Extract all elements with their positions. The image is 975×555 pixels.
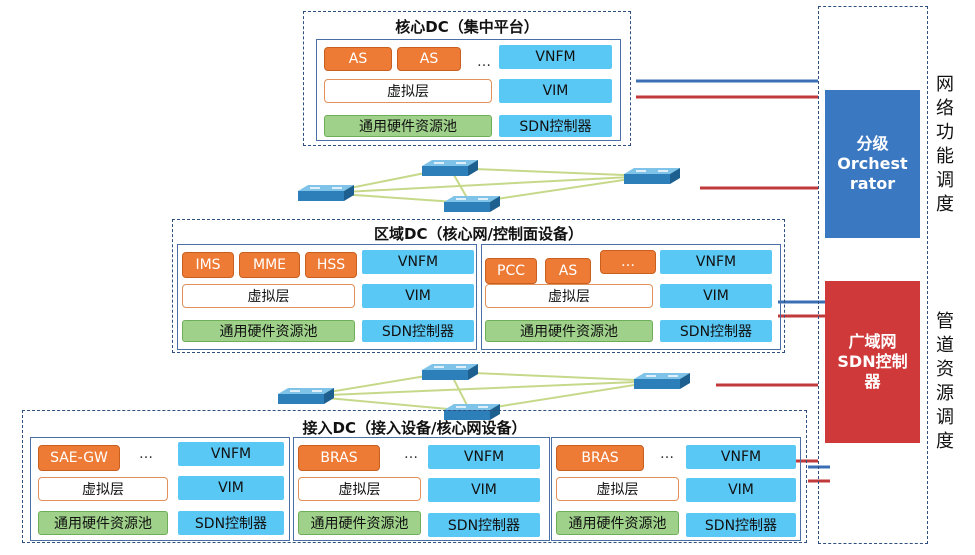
core-dc-title: 核心DC（集中平台） — [395, 18, 539, 36]
switch-icon — [298, 185, 354, 201]
virtual-layer-box: 虚拟层 — [556, 477, 679, 501]
vim-box: VIM — [362, 284, 474, 308]
char: 源 — [936, 383, 954, 404]
wan-sdn-controller-box: 广域网 SDN控制 器 — [825, 281, 920, 443]
pcc-ne: PCC — [485, 258, 537, 284]
regional-dc: 区域DC（核心网/控制面设备） IMS MME HSS VNFM 虚拟层 VIM… — [172, 219, 785, 353]
vnfm-box: VNFM — [660, 250, 772, 274]
vim-box: VIM — [499, 79, 612, 103]
char: 调 — [936, 407, 954, 428]
char: 能 — [936, 146, 954, 167]
hw-pool-box: 通用硬件资源池 — [38, 511, 168, 535]
switch-icon — [444, 404, 500, 420]
vnfm-box: VNFM — [362, 250, 474, 274]
as-ne: AS — [545, 258, 591, 284]
sdn-label-1: 广域网 — [848, 332, 897, 351]
char: 功 — [936, 122, 954, 143]
core-dc: 核心DC（集中平台） AS AS … VNFM 虚拟层 VIM 通用硬件资源池 … — [303, 11, 631, 146]
vim-box: VIM — [660, 284, 772, 308]
virtual-layer-box: 虚拟层 — [298, 477, 421, 501]
orchestrator-label-2: Orchest — [837, 154, 908, 173]
access-dc-title: 接入DC（接入设备/核心网设备） — [302, 419, 527, 437]
vim-box: VIM — [428, 478, 540, 502]
as-ne-1: AS — [324, 47, 392, 71]
virtual-layer-box: 虚拟层 — [324, 79, 492, 103]
as-ne-2: AS — [397, 47, 461, 71]
hw-pool-box: 通用硬件资源池 — [485, 320, 653, 342]
ellipsis-ne: … — [600, 250, 656, 274]
ellipsis: … — [477, 54, 491, 70]
switch-icon — [422, 364, 478, 380]
char: 络 — [936, 98, 954, 119]
access-dc: 接入DC（接入设备/核心网设备） SAE-GW … VNFM 虚拟层 VIM 通… — [22, 410, 807, 543]
char: 资 — [936, 359, 954, 380]
virtual-layer-box: 虚拟层 — [38, 477, 168, 501]
network-function-scheduling-label: 网 络 功 能 调 度 — [935, 73, 955, 217]
char: 道 — [936, 335, 954, 356]
switch-icon — [624, 168, 680, 184]
access-dc-cell-3: BRAS … VNFM 虚拟层 VIM 通用硬件资源池 SDN控制器 — [551, 437, 801, 541]
switch-icon — [634, 373, 690, 389]
switch-icon — [444, 196, 500, 212]
control-column — [818, 6, 928, 544]
vnfm-box: VNFM — [178, 442, 284, 466]
regional-dc-title: 区域DC（核心网/控制面设备） — [374, 225, 583, 243]
virtual-layer-box: 虚拟层 — [182, 284, 355, 308]
regional-dc-left: IMS MME HSS VNFM 虚拟层 VIM 通用硬件资源池 SDN控制器 — [177, 244, 477, 350]
orchestrator-label-1: 分级 — [856, 134, 889, 153]
hw-pool-box: 通用硬件资源池 — [556, 511, 679, 535]
mme-ne: MME — [239, 252, 300, 278]
sdn-controller-box: SDN控制器 — [362, 320, 474, 342]
sae-gw-ne: SAE-GW — [38, 445, 120, 471]
sdn-controller-box: SDN控制器 — [428, 513, 540, 537]
vnfm-box: VNFM — [499, 45, 612, 69]
ellipsis: … — [139, 446, 153, 462]
vim-box: VIM — [178, 476, 284, 500]
pipe-resource-scheduling-label: 管 道 资 源 调 度 — [935, 310, 955, 454]
hss-ne: HSS — [305, 252, 357, 278]
ellipsis: … — [404, 446, 418, 462]
sdn-label-3: 器 — [864, 372, 881, 391]
virtual-layer-box: 虚拟层 — [485, 284, 653, 308]
char: 网 — [936, 74, 954, 95]
ellipsis: … — [660, 446, 674, 462]
bras-ne: BRAS — [298, 445, 380, 471]
regional-dc-right: PCC AS … VNFM 虚拟层 VIM 通用硬件资源池 SDN控制器 — [481, 244, 781, 350]
char: 度 — [936, 194, 954, 215]
core-dc-inner: AS AS … VNFM 虚拟层 VIM 通用硬件资源池 SDN控制器 — [316, 39, 621, 141]
sdn-controller-box: SDN控制器 — [686, 513, 796, 537]
ims-ne: IMS — [182, 252, 234, 278]
char: 调 — [936, 170, 954, 191]
hw-pool-box: 通用硬件资源池 — [182, 320, 355, 342]
vim-box: VIM — [686, 478, 796, 502]
vnfm-box: VNFM — [428, 445, 540, 469]
sdn-controller-box: SDN控制器 — [499, 115, 612, 137]
hw-pool-box: 通用硬件资源池 — [324, 115, 492, 137]
orchestrator-label-3: rator — [849, 174, 896, 193]
hw-pool-box: 通用硬件资源池 — [298, 511, 421, 535]
char: 度 — [936, 431, 954, 452]
sdn-controller-box: SDN控制器 — [178, 511, 284, 535]
bras-ne: BRAS — [556, 445, 644, 471]
sdn-label-2: SDN控制 — [837, 352, 908, 371]
sdn-controller-box: SDN控制器 — [660, 320, 772, 342]
char: 管 — [936, 311, 954, 332]
vnfm-box: VNFM — [686, 445, 796, 469]
switch-icon — [422, 160, 478, 176]
hierarchical-orchestrator-box: 分级 Orchest rator — [825, 90, 920, 238]
access-dc-cell-2: BRAS … VNFM 虚拟层 VIM 通用硬件资源池 SDN控制器 — [293, 437, 550, 541]
access-dc-cell-1: SAE-GW … VNFM 虚拟层 VIM 通用硬件资源池 SDN控制器 — [30, 437, 290, 541]
switch-icon — [278, 388, 334, 404]
